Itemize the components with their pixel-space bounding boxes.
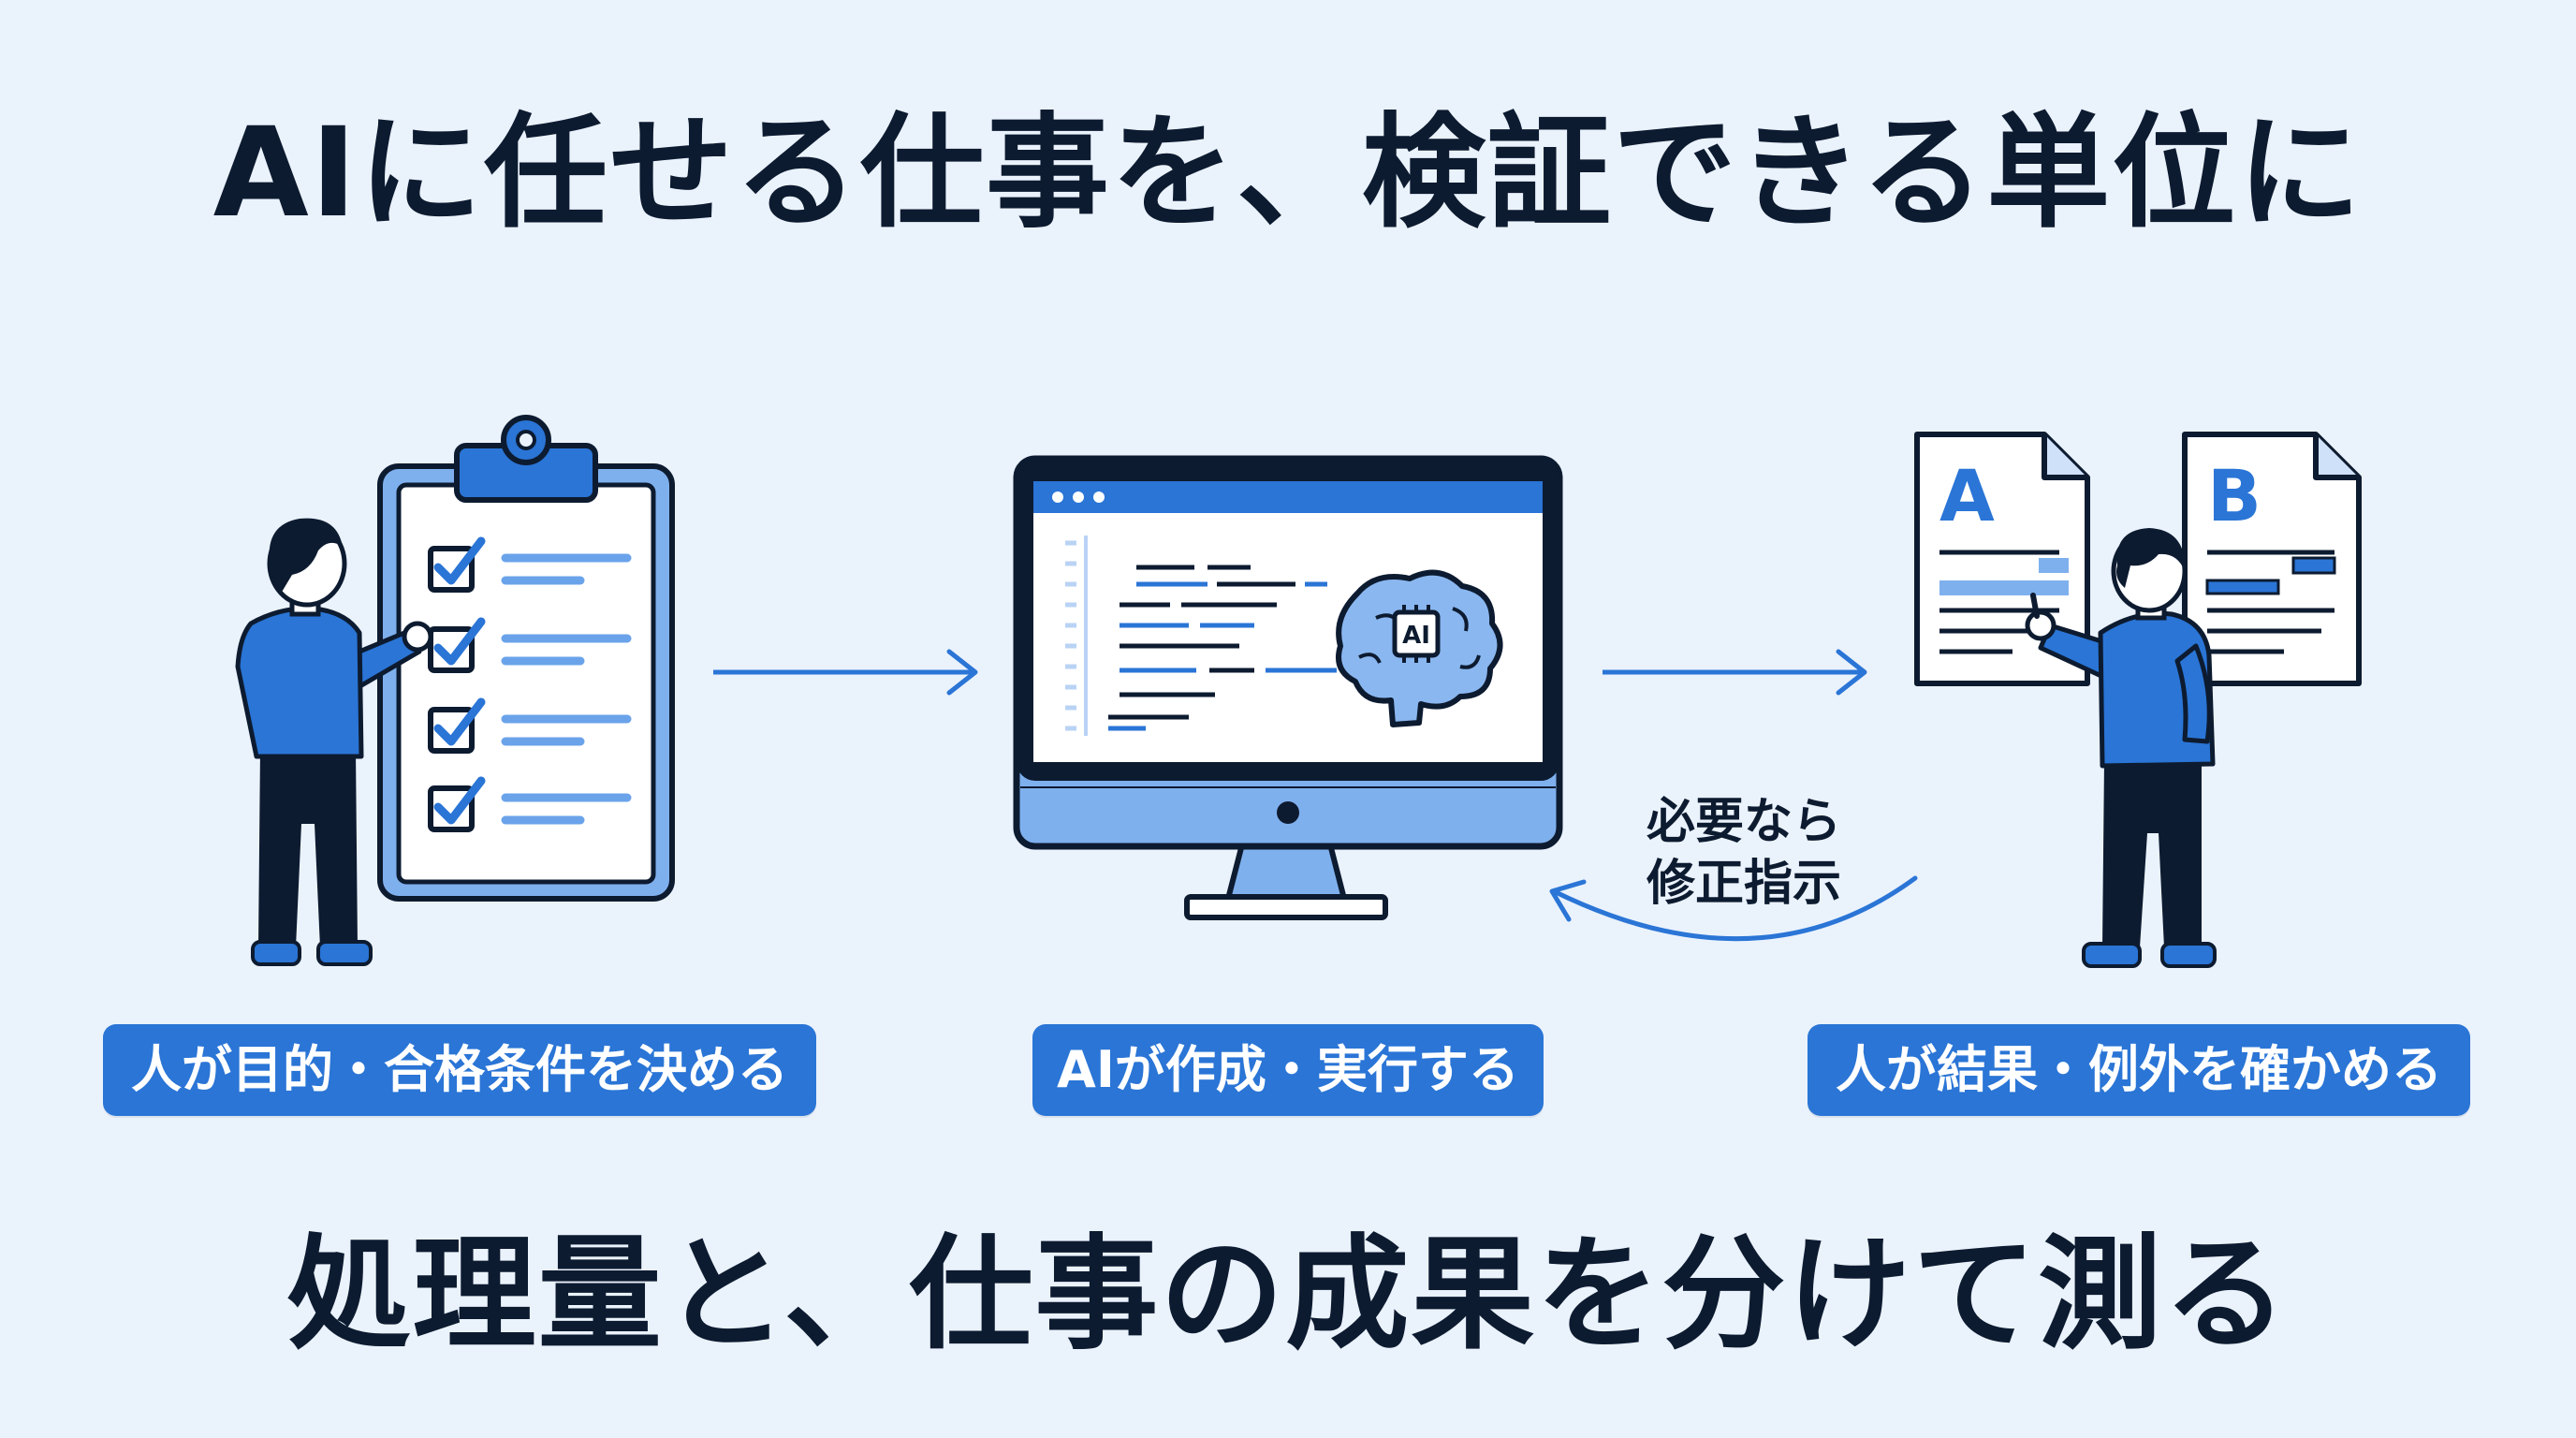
feedback-line-1: 必要なら bbox=[1646, 794, 1841, 850]
feedback-line-2: 修正指示 bbox=[1646, 856, 1841, 912]
document-b-icon: B bbox=[2182, 432, 2362, 686]
checklist-row bbox=[428, 776, 632, 832]
page-subtitle: 処理量と、仕事の成果を分けて測る bbox=[286, 1223, 2290, 1367]
ai-chip-label: AI bbox=[1402, 622, 1430, 650]
document-b-letter: B bbox=[2207, 454, 2261, 537]
checklist-row bbox=[428, 536, 632, 593]
arrow-right-icon bbox=[1603, 649, 1867, 696]
document-a-letter: A bbox=[1939, 454, 1995, 537]
feedback-arrow-icon bbox=[1549, 875, 1918, 942]
page-title: AIに任せる仕事を、検証できる単位に bbox=[212, 101, 2364, 245]
ai-brain-icon: AI bbox=[1336, 569, 1503, 727]
person-icon bbox=[2025, 528, 2217, 968]
checklist-row bbox=[428, 617, 632, 673]
person-icon bbox=[235, 518, 433, 966]
step-label-define-goals: 人が目的・合格条件を決める bbox=[103, 1024, 816, 1116]
step-label-verify-results: 人が結果・例外を確かめる bbox=[1808, 1024, 2470, 1116]
step-label-ai-execute: AIが作成・実行する bbox=[1032, 1024, 1544, 1116]
arrow-right-icon bbox=[713, 649, 978, 696]
checklist-row bbox=[428, 697, 632, 754]
checklist-clipboard-icon bbox=[377, 415, 675, 902]
monitor-icon: AI bbox=[1013, 455, 1563, 920]
feedback-note: 必要なら 修正指示 bbox=[1580, 791, 1908, 915]
